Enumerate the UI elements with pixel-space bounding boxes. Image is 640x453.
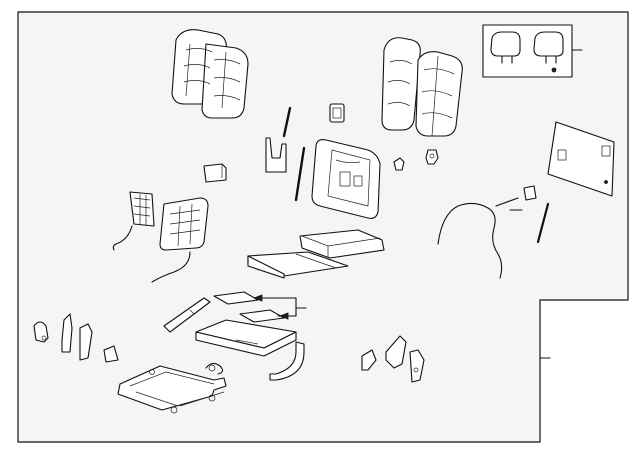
left-seatback[interactable]	[171, 29, 249, 119]
seat-bar[interactable]	[163, 297, 211, 333]
support-rod[interactable]	[269, 341, 305, 381]
headrest-bracket[interactable]	[265, 137, 287, 173]
pad-callouts	[213, 291, 307, 323]
right-trim-pieces[interactable]	[361, 335, 425, 383]
track-assembly[interactable]	[117, 365, 227, 414]
diagram-panel	[17, 11, 629, 443]
armrest-block[interactable]	[203, 163, 227, 183]
left-trim-pieces[interactable]	[33, 313, 119, 363]
seat-frame-panel[interactable]	[311, 139, 381, 219]
rear-back-panel[interactable]	[547, 121, 615, 197]
upper-cushion-pad[interactable]	[299, 229, 385, 259]
seat-cushion[interactable]	[247, 251, 349, 279]
spring-clip[interactable]	[205, 362, 224, 375]
headrest-inset[interactable]	[482, 24, 583, 78]
right-seatback[interactable]	[381, 37, 463, 137]
trim-clips[interactable]	[393, 149, 439, 171]
left-seat-frame[interactable]	[151, 197, 209, 283]
headrest-guide-rods[interactable]	[282, 106, 306, 202]
recliner-cover[interactable]	[329, 103, 345, 123]
heater-module[interactable]	[112, 191, 155, 251]
wiring-harness[interactable]	[437, 185, 550, 279]
cushion-frame[interactable]	[195, 319, 297, 357]
